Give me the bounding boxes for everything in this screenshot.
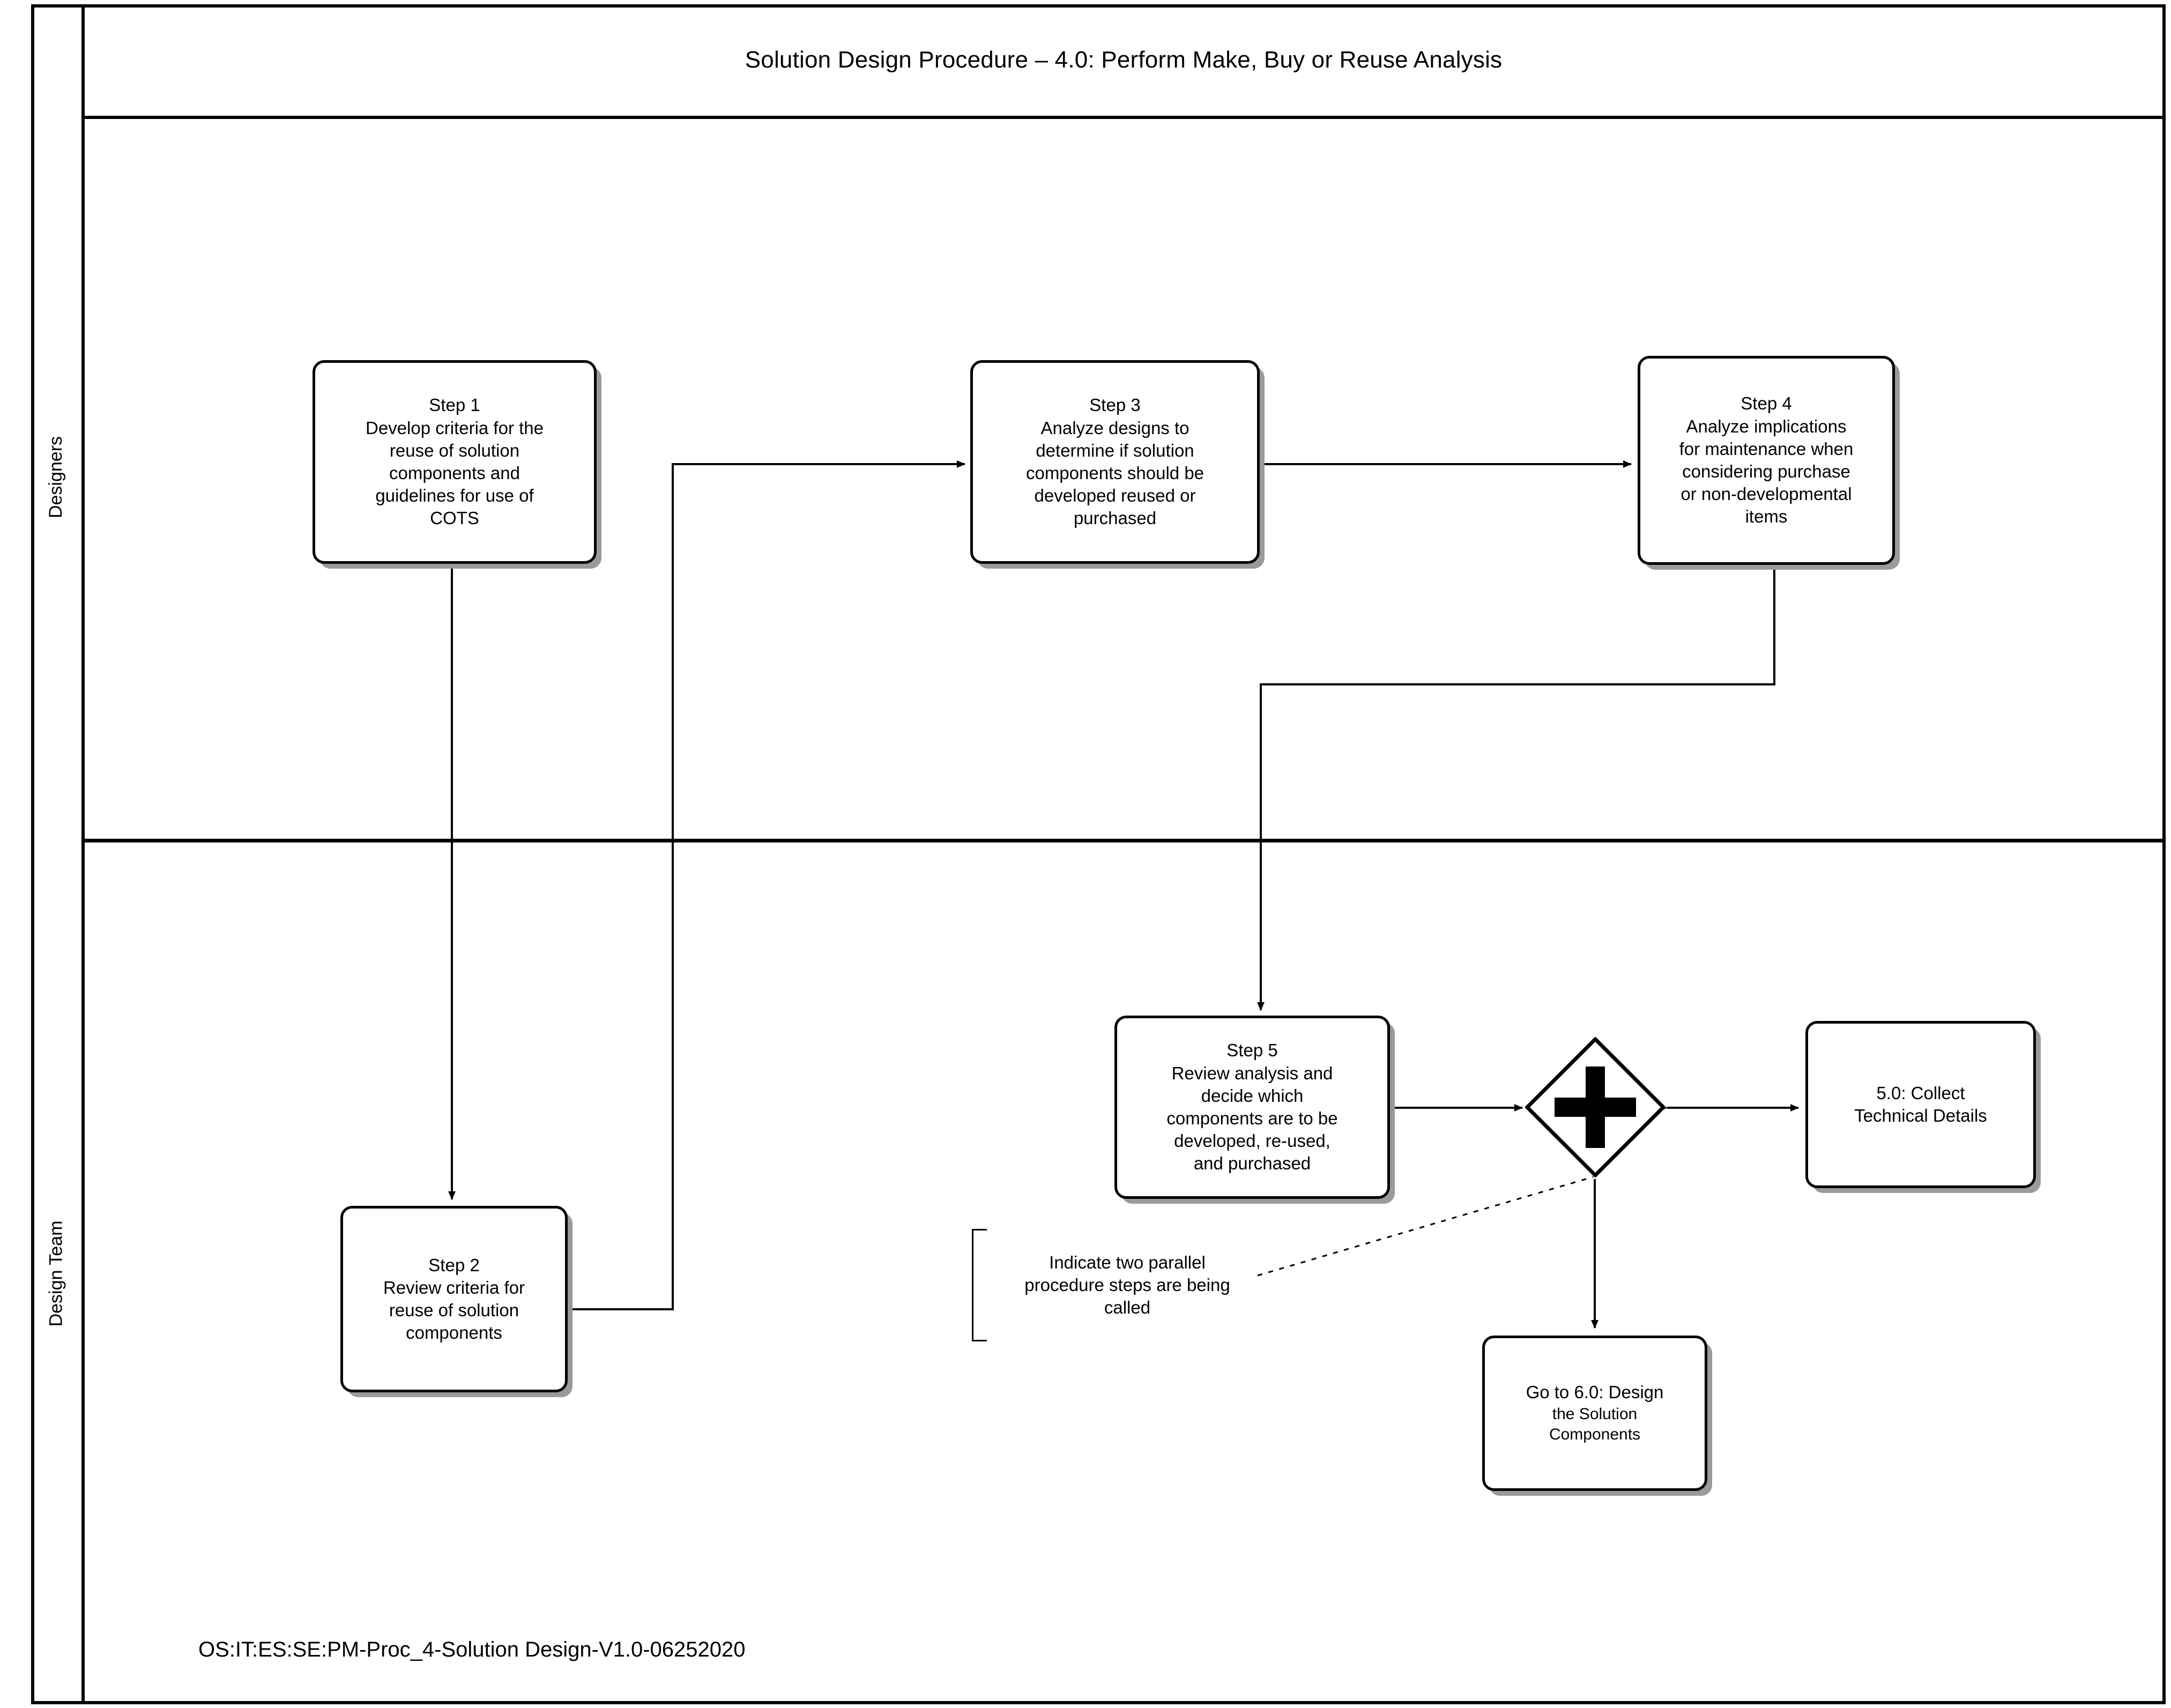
parallel-gateway[interactable] — [1525, 1037, 1666, 1177]
task-goto-line1: Go to 6.0: Design — [1526, 1382, 1664, 1403]
task-step-3[interactable]: Step 3 Analyze designs to determine if s… — [970, 360, 1260, 564]
annotation-bracket — [972, 1229, 987, 1341]
pool-title-divider — [81, 116, 2166, 119]
lane-label-divider — [81, 4, 85, 1704]
task-step-2-text: Step 2 Review criteria for reuse of solu… — [383, 1255, 525, 1343]
task-step-1-text: Step 1 Develop criteria for the reuse of… — [366, 395, 544, 528]
annotation-text-parallel-steps: Indicate two parallel procedure steps ar… — [1024, 1252, 1230, 1318]
task-step-5[interactable]: Step 5 Review analysis and decide which … — [1114, 1016, 1390, 1199]
task-step-4[interactable]: Step 4 Analyze implications for maintena… — [1638, 356, 1895, 565]
lane-divider — [81, 839, 2166, 842]
pool-border — [31, 4, 2166, 1704]
lane-label-designers-text: Designers — [46, 436, 66, 519]
task-collect-technical-details[interactable]: 5.0: Collect Technical Details — [1805, 1021, 2036, 1188]
task-step-2[interactable]: Step 2 Review criteria for reuse of solu… — [340, 1206, 568, 1392]
lane-label-design-team: Design Team — [31, 842, 81, 1704]
task-goto-line2: the Solution Components — [1549, 1405, 1641, 1444]
task-step-5-text: Step 5 Review analysis and decide which … — [1166, 1040, 1338, 1174]
footer-document-id: OS:IT:ES:SE:PM-Proc_4-Solution Design-V1… — [198, 1638, 746, 1661]
task-step-4-text: Step 4 Analyze implications for maintena… — [1679, 393, 1854, 527]
lane-label-design-team-text: Design Team — [46, 1220, 66, 1326]
task-step-3-text: Step 3 Analyze designs to determine if s… — [1025, 395, 1205, 528]
plus-icon — [1555, 1066, 1636, 1148]
parallel-gateway-diamond — [1525, 1037, 1666, 1177]
task-collect-technical-details-text: 5.0: Collect Technical Details — [1854, 1083, 1987, 1125]
task-goto-6-0-design-solution-components[interactable]: Go to 6.0: Design the Solution Component… — [1482, 1336, 1707, 1491]
lane-label-designers: Designers — [31, 116, 81, 839]
task-step-1[interactable]: Step 1 Develop criteria for the reuse of… — [313, 360, 597, 564]
pool-title: Solution Design Procedure – 4.0: Perform… — [745, 47, 1503, 73]
